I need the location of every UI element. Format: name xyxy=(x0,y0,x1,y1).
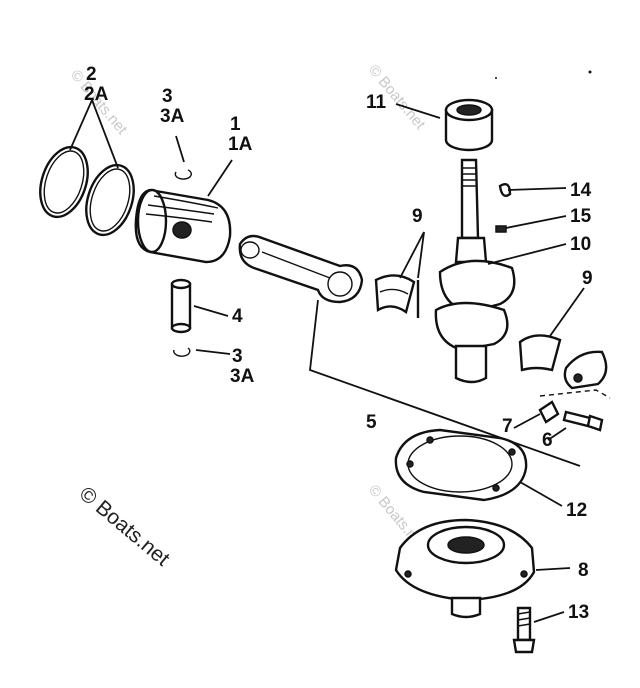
thrust-washer xyxy=(444,98,494,152)
piston-rings xyxy=(39,145,135,237)
bearing-housing xyxy=(394,518,536,619)
callout-14: 14 xyxy=(570,180,592,201)
bolt xyxy=(512,606,536,654)
dowel-pin xyxy=(495,225,507,233)
crankshaft xyxy=(434,158,516,384)
scan-dot xyxy=(495,77,497,79)
callout-9-right: 9 xyxy=(582,268,593,289)
callout-9: 9 xyxy=(412,206,423,227)
scan-dot xyxy=(588,70,592,74)
callout-8: 8 xyxy=(578,560,589,581)
callout-7: 7 xyxy=(502,416,513,437)
callout-11: 11 xyxy=(366,92,387,113)
leader-lines xyxy=(69,99,611,623)
callout-15: 15 xyxy=(570,206,592,227)
watermark-text: © Boats.net xyxy=(75,482,174,570)
circlip-top xyxy=(174,169,192,180)
callout-13: 13 xyxy=(568,602,589,623)
circlip-bottom xyxy=(173,347,191,357)
rod-bearing-cage xyxy=(374,274,420,318)
lock-plate xyxy=(538,400,560,424)
callout-6: 6 xyxy=(542,430,553,451)
callout-4: 4 xyxy=(232,306,243,327)
gasket xyxy=(394,428,528,502)
piston xyxy=(134,188,232,264)
callout-12: 12 xyxy=(566,500,587,521)
callout-10: 10 xyxy=(570,234,591,255)
callout-5: 5 xyxy=(366,412,377,433)
woodruff-key xyxy=(498,183,512,197)
main-bearing xyxy=(518,334,608,390)
cap-screw xyxy=(562,410,604,432)
piston-pin xyxy=(170,278,192,334)
connecting-rod xyxy=(238,234,364,304)
